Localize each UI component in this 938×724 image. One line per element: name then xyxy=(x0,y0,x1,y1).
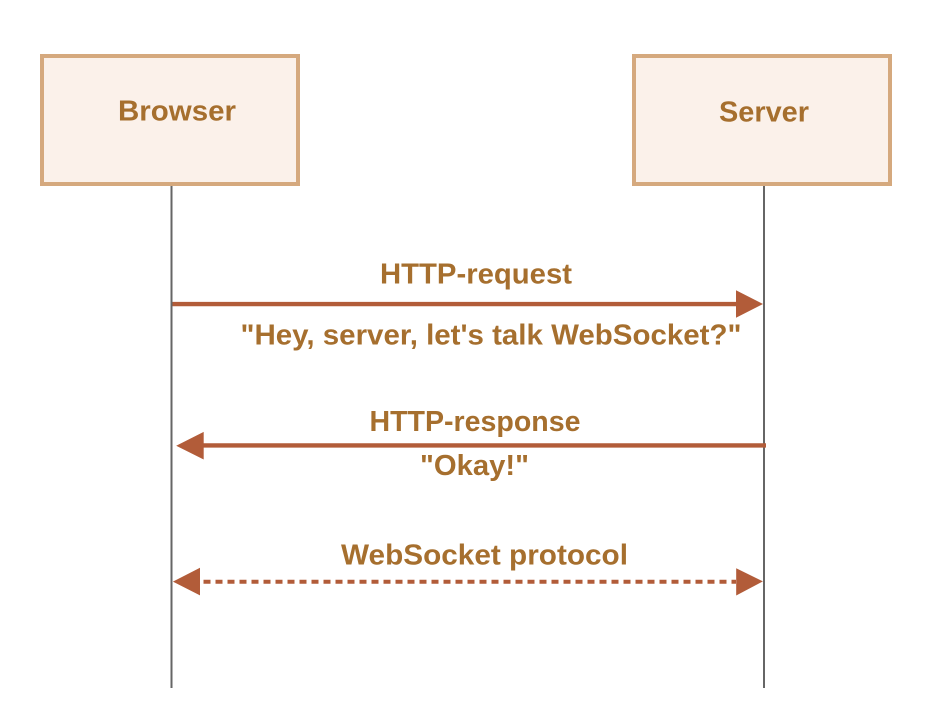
svg-text:"Okay!": "Okay!" xyxy=(420,450,529,482)
svg-text:WebSocket protocol: WebSocket protocol xyxy=(341,539,628,571)
svg-text:Browser: Browser xyxy=(118,96,236,128)
svg-text:HTTP-request: HTTP-request xyxy=(380,259,572,291)
svg-text:"Hey, server, let's talk WebSo: "Hey, server, let's talk WebSocket?" xyxy=(241,320,742,352)
svg-text:Server: Server xyxy=(719,96,809,128)
svg-text:HTTP-response: HTTP-response xyxy=(370,406,581,438)
